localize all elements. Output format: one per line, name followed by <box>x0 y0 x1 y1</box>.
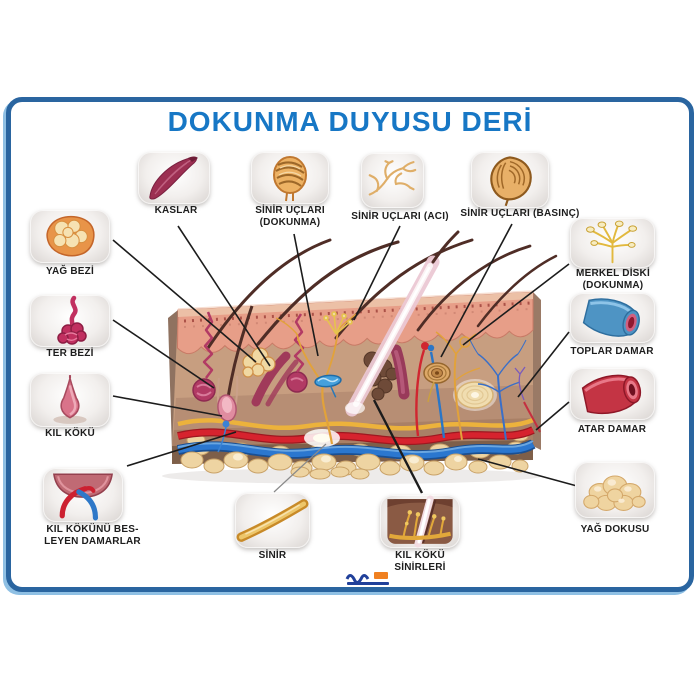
callout-sinir-dokunma-label: SİNİR UÇLARI(DOKUNMA) <box>255 205 325 228</box>
callout-line-yag-dokusu <box>477 458 578 487</box>
callout-line-sinir <box>273 443 327 493</box>
callout-kaslar-thumbnail <box>138 152 210 204</box>
callout-ter-bezi-thumbnail <box>30 295 110 347</box>
callout-yag-dokusu-thumbnail <box>575 462 655 518</box>
sebaceous-gland <box>242 347 276 378</box>
callout-lines <box>112 223 578 494</box>
merkel-disks <box>323 311 353 335</box>
callout-kil-koku-label: KIL KÖKÜ <box>45 428 95 439</box>
right-vessel-blue <box>469 339 527 441</box>
callout-line-toplar <box>517 331 570 398</box>
callout-sinir-basinc-label: SİNİR UÇLARI (BASINÇ) <box>460 208 580 219</box>
page-title: DOKUNMA DUYUSU DERİ <box>167 106 533 137</box>
capillary-loop <box>415 342 446 439</box>
right-twig-purple <box>514 366 526 401</box>
callout-sinir-thumbnail <box>235 493 310 548</box>
callout-line-ter-bezi <box>112 319 215 389</box>
callout-line-kil-koku <box>112 395 223 417</box>
callout-line-atar <box>535 401 570 431</box>
pacinian-corpuscle-icon <box>490 156 532 207</box>
nerve-icon <box>236 499 309 542</box>
callout-sinir-aci-label: SİNİR UÇLARI (ACI) <box>351 211 449 222</box>
root-vessels-icon <box>53 473 113 521</box>
vein-icon <box>582 298 640 337</box>
pacinian-corpuscle-large <box>453 379 497 411</box>
meissner-corpuscle-icon <box>273 156 307 202</box>
callout-toplar-thumbnail <box>570 293 655 343</box>
callout-kil-koku-sinirleri-thumbnail <box>380 495 460 548</box>
callout-kil-kokunu-thumbnail <box>43 468 123 522</box>
fat-cells-front <box>180 451 529 480</box>
callout-kil-koku-thumbnail <box>30 373 110 427</box>
merkel-disk-icon <box>586 220 638 264</box>
callout-sinir-label: SİNİR <box>258 550 287 561</box>
callout-sinir-basinc-thumbnail <box>471 152 549 208</box>
callout-line-kil-koku-sinirleri <box>372 399 424 494</box>
sweat-gland-icon <box>57 295 87 345</box>
fat-tissue-icon <box>583 475 646 511</box>
callout-line-kaslar <box>177 225 271 367</box>
central-hair-shaft <box>345 230 460 417</box>
callout-merkel-thumbnail <box>570 218 655 268</box>
callout-atar-label: ATAR DAMAR <box>577 424 647 435</box>
hair-follicle-left <box>216 305 254 453</box>
right-nerve-yellow <box>435 331 481 441</box>
callout-line-yag-bezi <box>112 239 257 363</box>
callout-yag-bezi-label: YAĞ BEZİ <box>46 266 94 277</box>
sebaceous-gland-icon <box>46 215 95 257</box>
callout-sinir-aci-thumbnail <box>361 153 424 208</box>
callout-merkel-label: MERKEL DİSKİ(DOKUNMA) <box>576 268 650 291</box>
callout-line-aci <box>353 225 401 321</box>
callout-toplar-label: TOPLAR DAMAR <box>570 346 654 357</box>
free-nerve-endings-icon <box>368 160 417 196</box>
artery-icon <box>581 374 642 415</box>
callout-ter-bezi-label: TER BEZİ <box>46 348 94 359</box>
callout-kaslar-label: KASLAR <box>154 205 198 216</box>
hair-root-icon <box>53 375 87 424</box>
callout-yag-dokusu-label: YAĞ DOKUSU <box>580 524 650 535</box>
skin-block <box>162 230 558 484</box>
callout-line-basinc <box>440 223 513 358</box>
hair-root-nerves-icon <box>387 495 453 548</box>
callout-sinir-dokunma-thumbnail <box>251 152 329 204</box>
callout-line-merkel <box>462 263 570 346</box>
callout-atar-thumbnail <box>570 368 655 420</box>
arrector-pili-muscle <box>251 351 291 407</box>
muscle-icon <box>149 156 198 200</box>
publisher-logo <box>344 570 396 588</box>
callout-line-kil-kokunu <box>126 431 237 467</box>
callout-line-dokunma <box>293 233 319 357</box>
pacinian-corpuscle-small <box>423 362 451 403</box>
callout-yag-bezi-thumbnail <box>30 210 110 263</box>
callout-kil-kokunu-label: KIL KÖKÜNÜ BES-LEYEN DAMARLAR <box>44 524 141 547</box>
meissner-corpuscle <box>314 374 342 398</box>
sweat-glands <box>192 311 308 402</box>
